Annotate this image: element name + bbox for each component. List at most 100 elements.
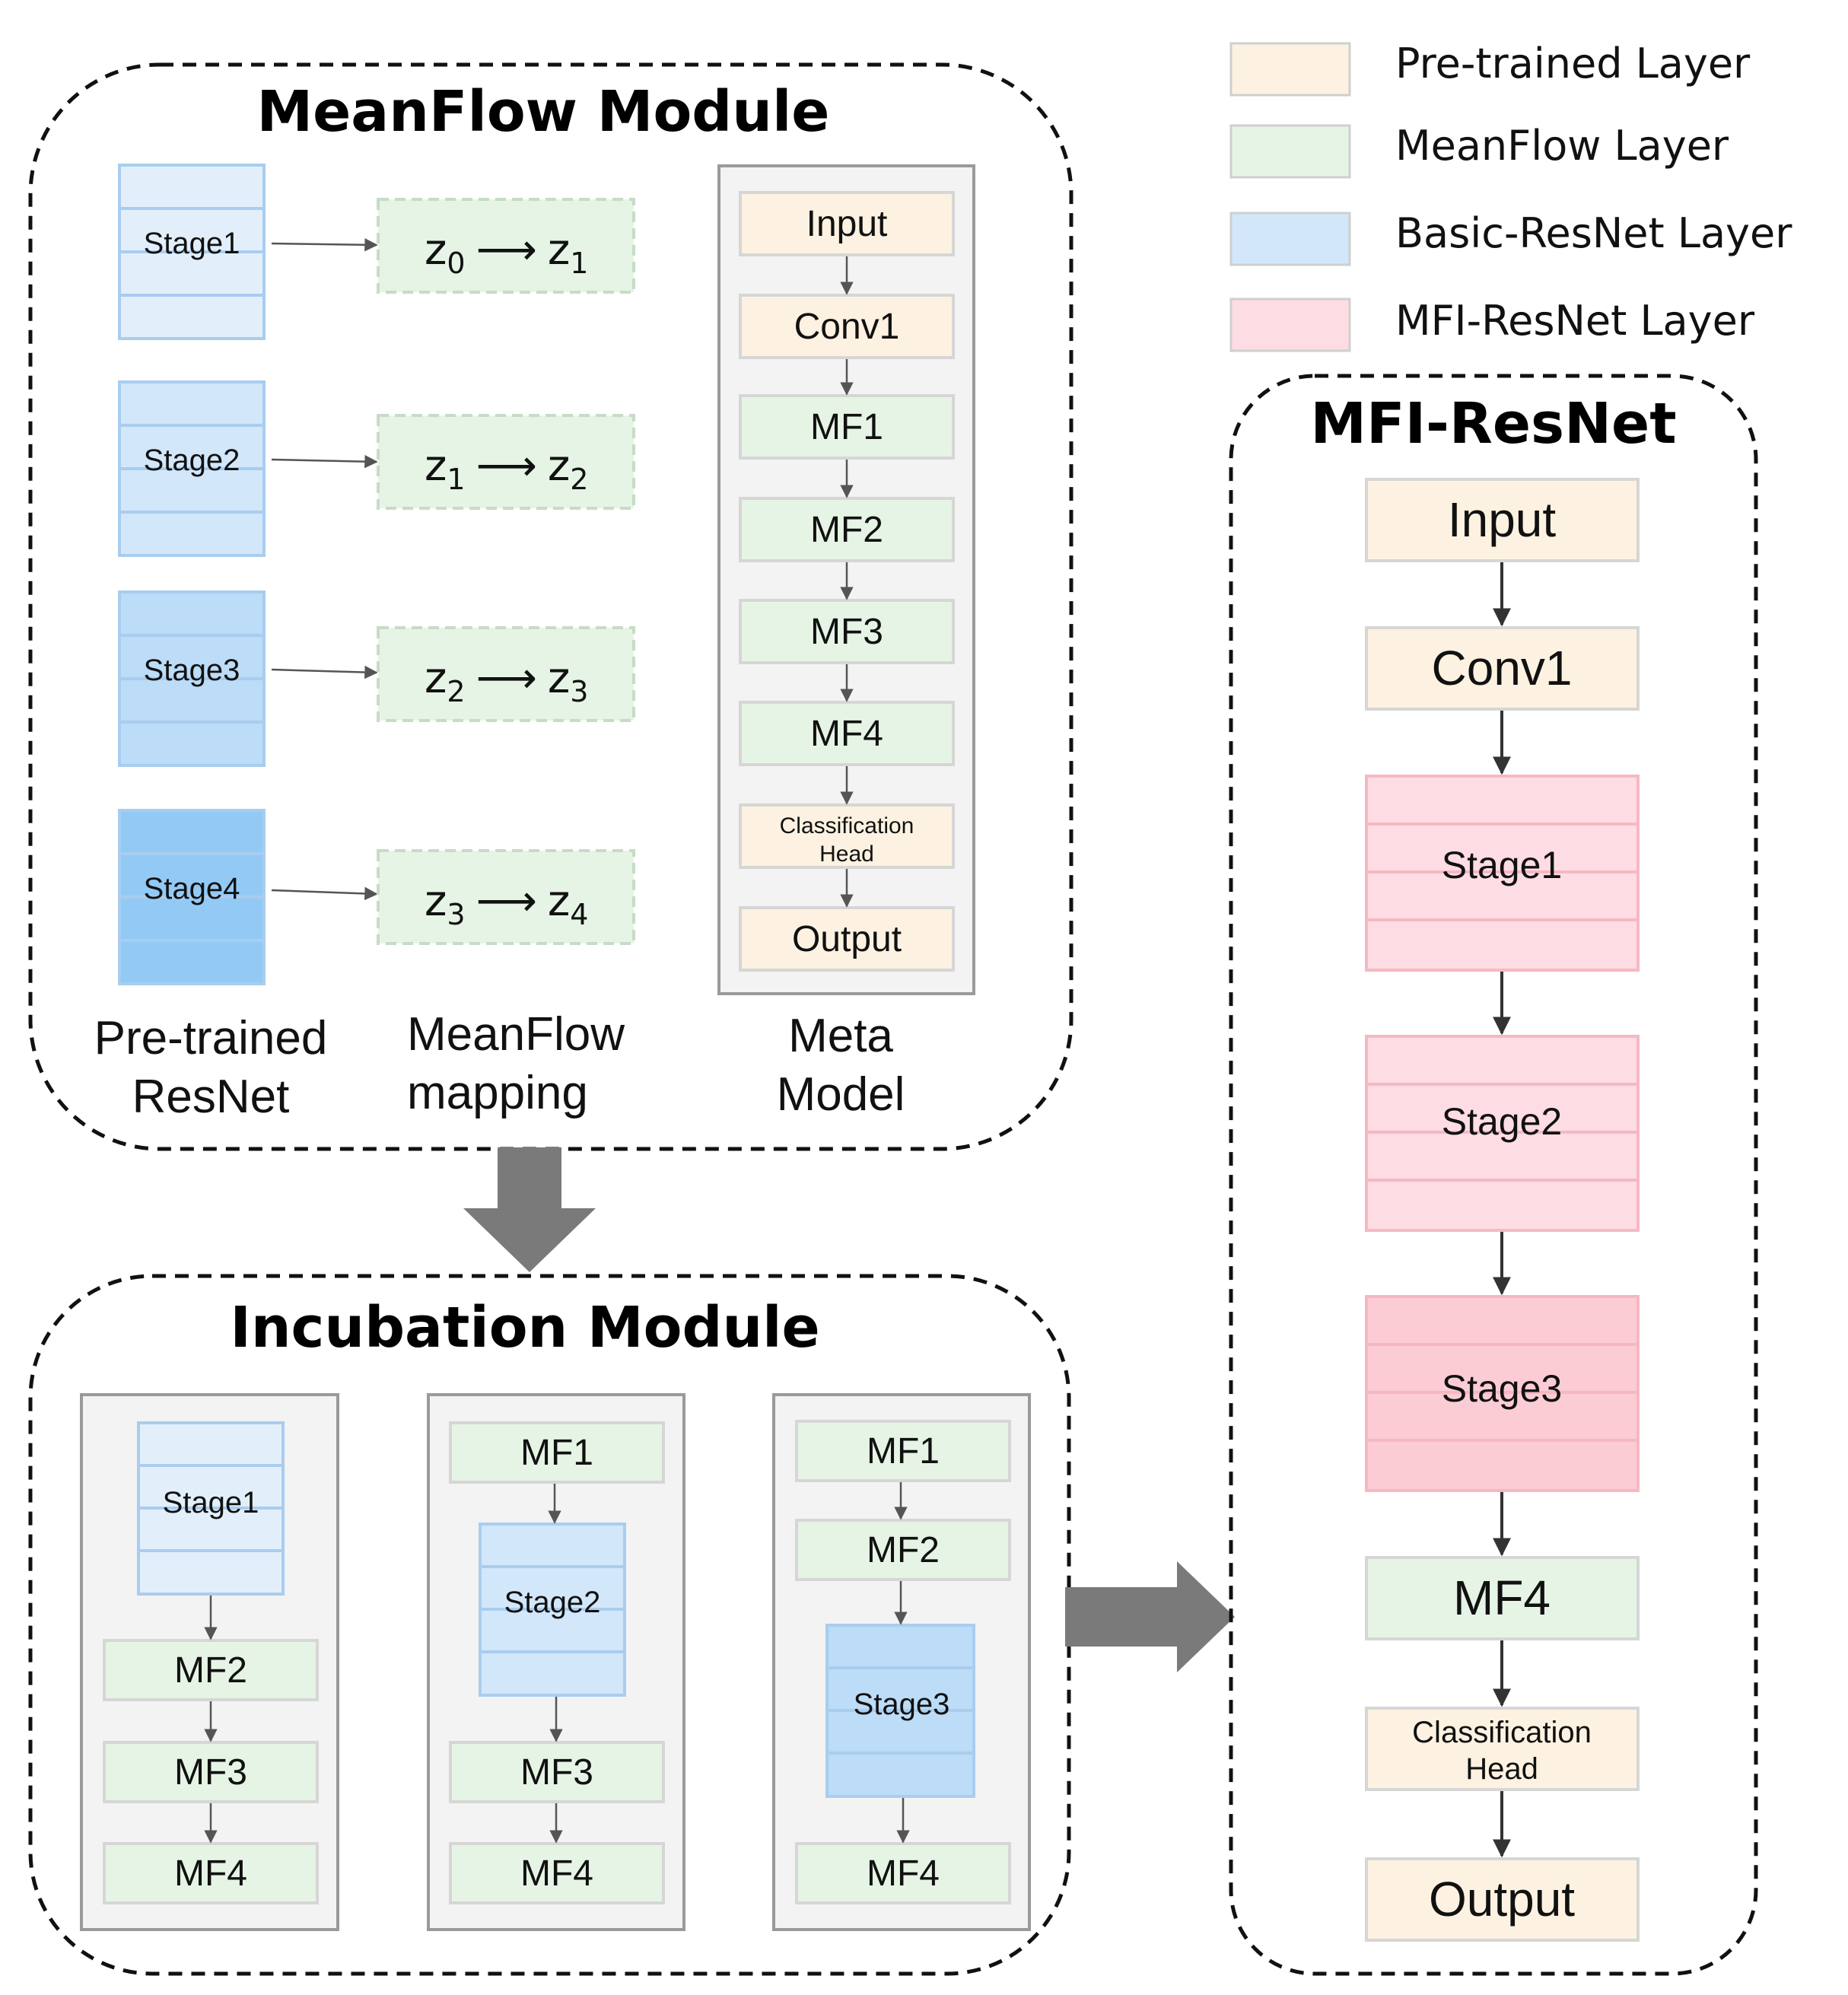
svg-text:Head: Head xyxy=(819,842,874,867)
incubation-module-title: Incubation Module xyxy=(230,1295,819,1360)
mfi-conv1-box xyxy=(1365,626,1640,711)
legend-swatch-basic xyxy=(1229,212,1351,266)
caption-meta-model-1: Meta xyxy=(788,1010,893,1062)
legend-swatch-meanflow xyxy=(1229,124,1351,179)
incubation-p1-stage1-label: Stage1 xyxy=(163,1486,259,1519)
meta-conv1-box xyxy=(739,294,955,359)
svg-text:z3⟶z4: z3⟶z4 xyxy=(425,877,588,931)
caption-meta-model-2: Model xyxy=(777,1068,905,1121)
svg-text:Head: Head xyxy=(1465,1752,1538,1786)
legend-label-pretrained: Pre-trained Layer xyxy=(1395,40,1751,88)
incubation-p1-mf2-box xyxy=(103,1639,319,1701)
caption-pretrained-resnet-1: Pre-trained xyxy=(94,1012,328,1064)
incubation-panel-2: MF1 Stage2 MF3 MF4 xyxy=(427,1393,685,1931)
mfi-classification-head-box xyxy=(1365,1707,1640,1791)
svg-text:Stage3: Stage3 xyxy=(1442,1367,1562,1410)
mfi-resnet-title: MFI-ResNet xyxy=(1310,391,1676,457)
meta-mf1-box xyxy=(739,394,955,460)
mfi-input-box xyxy=(1365,478,1640,562)
legend-label-basic: Basic-ResNet Layer xyxy=(1395,209,1792,257)
svg-text:Classification: Classification xyxy=(1412,1716,1592,1749)
svg-text:MF4: MF4 xyxy=(867,1853,940,1894)
svg-text:MF1: MF1 xyxy=(810,407,883,447)
incubation-p2-mf4-box xyxy=(449,1842,665,1904)
down-flow-arrow xyxy=(463,1147,596,1272)
stage3-label: Stage3 xyxy=(144,654,240,687)
incubation-p2-mf3-box xyxy=(449,1741,665,1803)
svg-text:MF2: MF2 xyxy=(174,1650,247,1691)
svg-text:z1⟶z2: z1⟶z2 xyxy=(425,441,588,496)
caption-meanflow-mapping-2: mapping xyxy=(407,1067,588,1119)
mfi-resnet-module: MFI-ResNet Input Conv1 Stage1 Stage2 Sta… xyxy=(1229,374,1758,1976)
legend-swatch-mfi xyxy=(1229,298,1351,352)
svg-text:Output: Output xyxy=(1429,1872,1575,1927)
svg-text:MF3: MF3 xyxy=(810,612,883,652)
pretrained-stage2-block: Stage2 xyxy=(118,380,266,557)
legend-label-meanflow: MeanFlow Layer xyxy=(1395,122,1729,170)
incubation-module: Incubation Module Stage1 MF2 MF3 MF4 MF1 xyxy=(28,1274,1071,1976)
mfi-stage2-block: Stage2 xyxy=(1365,1035,1640,1232)
incubation-p1-mf4-box xyxy=(103,1842,319,1904)
stage2-label: Stage2 xyxy=(144,444,240,477)
arrow-stage1-to-mapping xyxy=(271,238,378,252)
meta-mf2-box xyxy=(739,497,955,562)
svg-text:MF1: MF1 xyxy=(867,1431,940,1472)
stage1-label: Stage1 xyxy=(144,227,240,260)
mapping-box-z0-z1: z0⟶z1 xyxy=(377,198,635,294)
incubation-p3-mf4-box xyxy=(795,1842,1011,1904)
svg-text:MF1: MF1 xyxy=(520,1433,593,1473)
legend-label-mfi: MFI-ResNet Layer xyxy=(1395,297,1755,345)
meta-input-box xyxy=(739,191,955,256)
svg-text:MF2: MF2 xyxy=(810,510,883,550)
incubation-p3-stage3-label: Stage3 xyxy=(854,1688,950,1721)
svg-text:Conv1: Conv1 xyxy=(794,307,900,347)
incubation-panel-3: MF1 MF2 Stage3 MF4 xyxy=(772,1393,1031,1931)
incubation-p3-mf2-box xyxy=(795,1519,1011,1581)
svg-text:Stage2: Stage2 xyxy=(1442,1100,1562,1143)
arrow-stage2-to-mapping xyxy=(271,454,378,469)
meta-output-box xyxy=(739,906,955,972)
mapping-box-z1-z2: z1⟶z2 xyxy=(377,414,635,510)
svg-text:Classification: Classification xyxy=(780,813,914,838)
meta-mf3-box xyxy=(739,599,955,664)
mfi-output-box xyxy=(1365,1857,1640,1942)
svg-text:MF3: MF3 xyxy=(174,1752,247,1793)
svg-text:MF3: MF3 xyxy=(520,1752,593,1793)
mfi-stage1-block: Stage1 xyxy=(1365,775,1640,972)
meta-model-panel: Input Conv1 MF1 MF2 MF3 MF4 Classificati… xyxy=(717,164,975,995)
svg-text:Input: Input xyxy=(806,204,888,244)
legend-swatch-pretrained xyxy=(1229,42,1351,97)
mfi-mf4-box xyxy=(1365,1556,1640,1640)
svg-text:Output: Output xyxy=(792,919,902,959)
svg-text:MF4: MF4 xyxy=(174,1853,247,1894)
meanflow-module: MeanFlow Module Stage1 Stage2 Stage3 xyxy=(28,62,1073,1151)
incubation-p3-mf1-box xyxy=(795,1420,1011,1482)
pretrained-stage1-block: Stage1 xyxy=(118,164,266,340)
incubation-p2-stage2-label: Stage2 xyxy=(504,1586,601,1619)
svg-text:MF2: MF2 xyxy=(867,1530,940,1570)
svg-text:MF4: MF4 xyxy=(1453,1570,1551,1625)
mapping-box-z3-z4: z3⟶z4 xyxy=(377,849,635,945)
incubation-p1-mf3-box xyxy=(103,1741,319,1803)
legend: Pre-trained Layer MeanFlow Layer Basic-R… xyxy=(1229,40,1792,352)
incubation-panel-1: Stage1 MF2 MF3 MF4 xyxy=(80,1393,339,1931)
caption-meanflow-mapping-1: MeanFlow xyxy=(407,1008,625,1061)
right-flow-arrow xyxy=(1065,1561,1235,1672)
svg-text:Stage1: Stage1 xyxy=(1442,844,1562,886)
arrow-stage3-to-mapping xyxy=(271,665,378,679)
incubation-p2-mf1-box xyxy=(449,1421,665,1484)
arrow-stage4-to-mapping xyxy=(271,886,378,901)
meanflow-module-title: MeanFlow Module xyxy=(256,79,829,145)
stage4-label: Stage4 xyxy=(144,872,240,905)
svg-text:z0⟶z1: z0⟶z1 xyxy=(425,225,588,280)
mfi-resnet-border xyxy=(1229,374,1758,1976)
svg-text:Input: Input xyxy=(1448,492,1557,547)
caption-pretrained-resnet-2: ResNet xyxy=(132,1071,290,1123)
svg-text:Conv1: Conv1 xyxy=(1432,641,1573,695)
svg-text:z2⟶z3: z2⟶z3 xyxy=(425,654,588,708)
meta-mf4-box xyxy=(739,701,955,766)
meta-classification-head-box xyxy=(739,803,955,869)
pretrained-stage3-block: Stage3 xyxy=(118,590,266,767)
mfi-stage3-block: Stage3 xyxy=(1365,1295,1640,1492)
